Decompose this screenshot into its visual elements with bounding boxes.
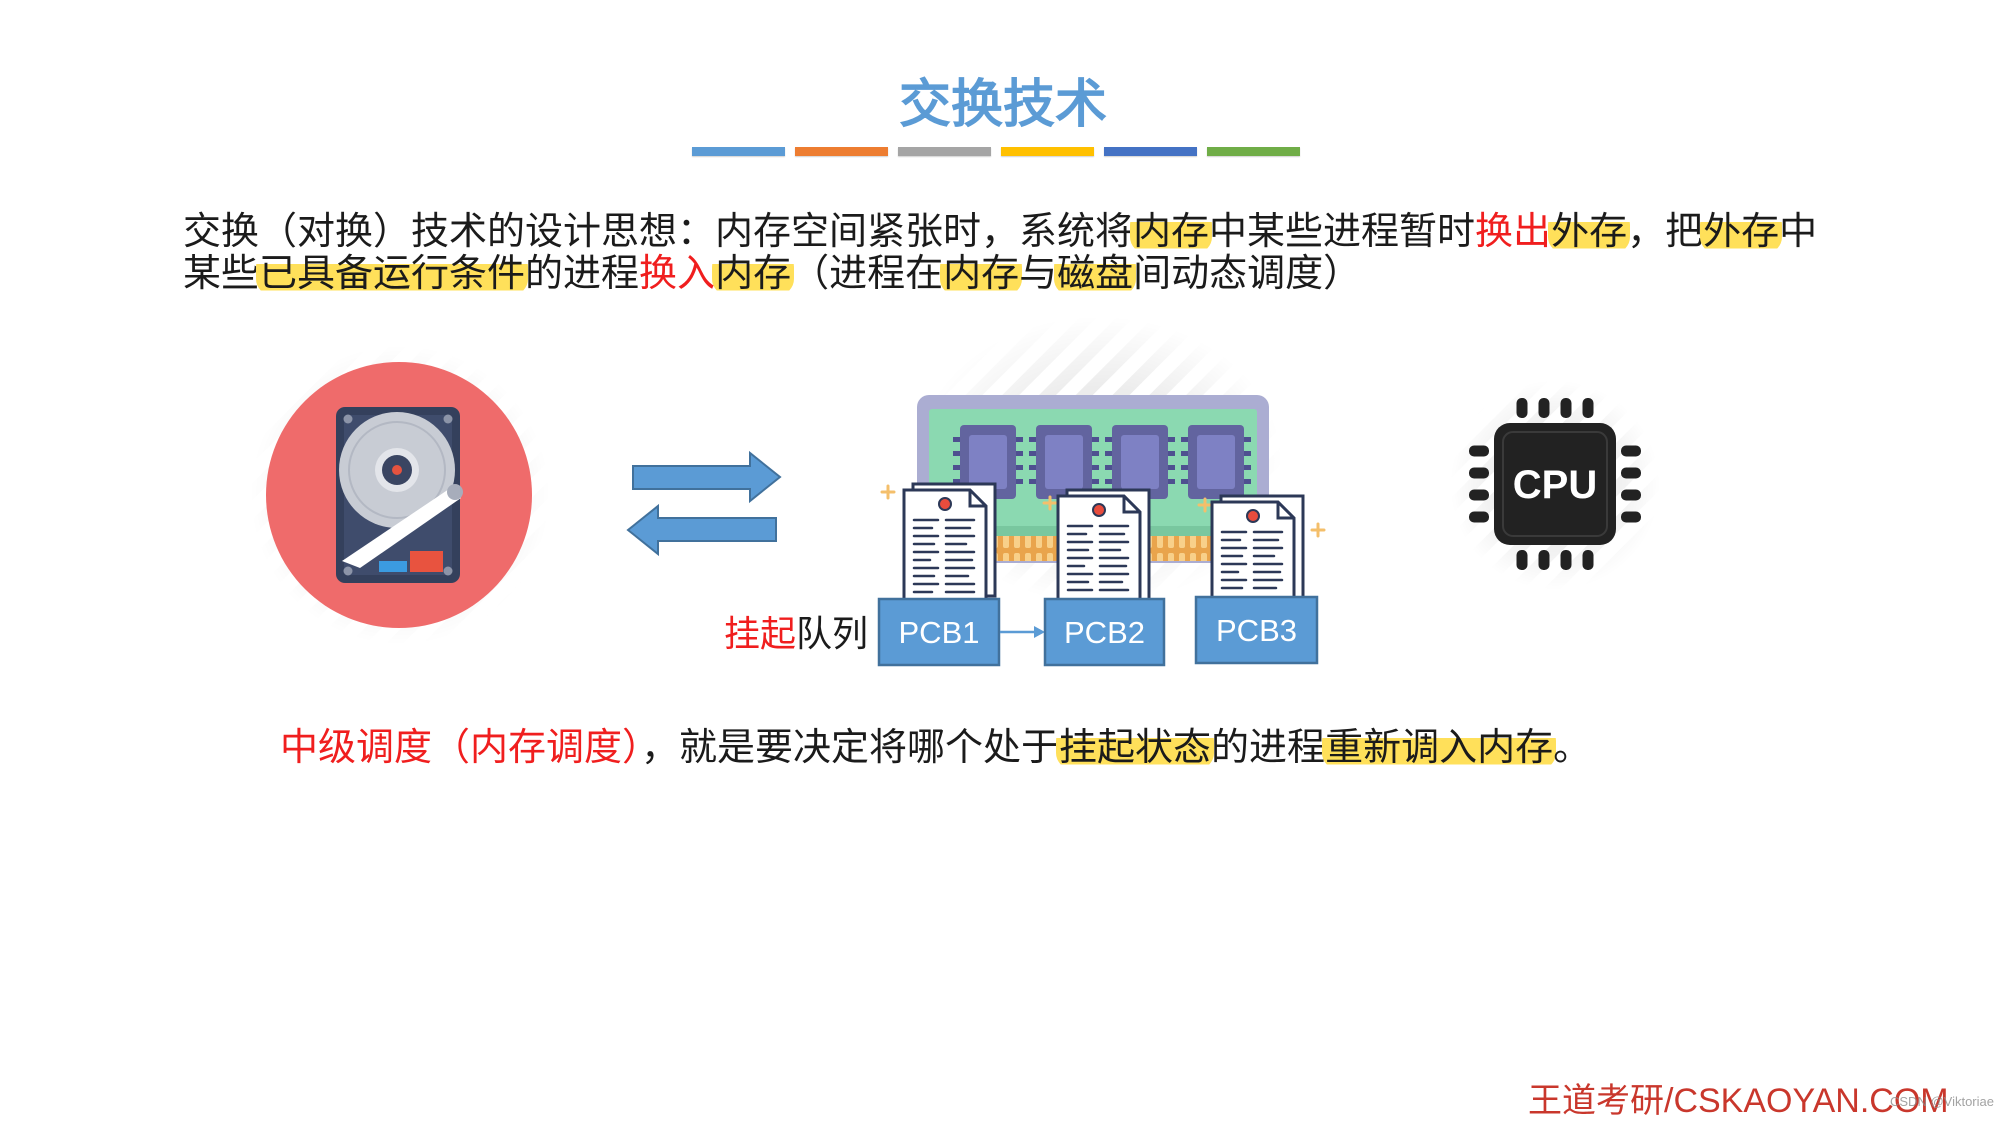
description-text: 的进程 <box>525 251 640 295</box>
sparkle-marks <box>880 484 1326 538</box>
description-text: 中某些进程暂时 <box>1209 209 1476 253</box>
ram-chip <box>1181 425 1251 499</box>
suspend-label: 挂起 <box>724 614 797 655</box>
disk-read-arm <box>342 487 461 568</box>
red-term: 换入 <box>639 251 716 295</box>
highlighted-term: 内存 <box>712 251 795 295</box>
description-line-1: 交换（对换）技术的设计思想：内存空间紧张时，系统将内存中某些进程暂时换出外存，把… <box>183 209 1818 253</box>
document-icon <box>902 482 997 604</box>
brand-footer: 王道考研/CSKAOYAN.COM <box>1528 1082 1949 1120</box>
arrow-left-icon <box>626 503 777 557</box>
description-text: 交换（对换）技术的设计思想：内存空间紧张时，系统将 <box>183 209 1134 253</box>
disk-arm-pivot <box>447 484 463 500</box>
description-line-2: 某些已具备运行条件的进程换入内存（进程在内存与磁盘间动态调度） <box>183 251 1817 295</box>
cpu-pins <box>1469 398 1641 570</box>
disk-platter <box>339 412 455 528</box>
pcb-box: PCB1 <box>877 597 1001 667</box>
description-text: 中 <box>1779 209 1818 253</box>
ram-chip <box>1105 425 1175 499</box>
pcb-box: PCB2 <box>1043 597 1166 667</box>
pcb-box-2-label: PCB2 <box>1064 615 1145 650</box>
description-text: 与 <box>1019 251 1058 295</box>
highlighted-term: 挂起状态 <box>1056 725 1215 769</box>
pcb-box-2 <box>1043 597 1166 667</box>
document-icon <box>1056 488 1151 610</box>
title-underline-segment <box>1207 147 1300 156</box>
title-underline-segment <box>898 147 991 156</box>
suspend-queue-label: 挂起队列 <box>724 613 868 657</box>
queue-label-text: 队列 <box>796 614 869 655</box>
disk-screws <box>343 414 453 576</box>
highlighted-term: 已具备运行条件 <box>256 251 529 295</box>
highlighted-term: 外存 <box>1700 209 1783 253</box>
medium-term-scheduling-note: 中级调度（内存调度），就是要决定将哪个处于挂起状态的进程重新调入内存。 <box>280 725 1591 769</box>
swap-arrows-icon <box>626 450 782 557</box>
title-underline <box>692 147 1300 156</box>
pcb-box-3 <box>1194 595 1319 665</box>
highlighted-term: 外存 <box>1548 209 1631 253</box>
watermark: CSDN @Viktoriae <box>1890 1094 1994 1109</box>
highlighted-term: 重新调入内存 <box>1322 725 1557 769</box>
arrow-right-icon <box>632 450 782 504</box>
pcb-box-1-label: PCB1 <box>899 615 980 650</box>
pcb-box: PCB3 <box>1194 595 1319 665</box>
description-text: ，把 <box>1627 209 1704 253</box>
note-text: ，就是要决定将哪个处于 <box>641 725 1060 769</box>
cpu-chip-icon: CPU <box>1450 380 1660 590</box>
title-underline-segment <box>692 147 785 156</box>
ram-chip <box>953 425 1023 499</box>
queue-link-arrow-icon <box>1000 626 1045 638</box>
title-underline-segment <box>1104 147 1197 156</box>
description-text: （进程在 <box>791 251 944 295</box>
title-underline-segment <box>1001 147 1094 156</box>
hard-disk-icon <box>250 345 550 645</box>
cpu-label: CPU <box>1513 463 1597 507</box>
pcb-box-1 <box>877 597 1001 667</box>
note-text: 。 <box>1553 725 1592 769</box>
slide-title: 交换技术 <box>898 75 1107 135</box>
highlighted-term: 内存 <box>1130 209 1213 253</box>
document-icon <box>1210 494 1305 610</box>
cpu-inner-outline <box>1502 431 1608 537</box>
disk-blue-light <box>379 561 407 572</box>
swap-technique-description: 交换（对换）技术的设计思想：内存空间紧张时，系统将内存中某些进程暂时换出外存，把… <box>183 209 1818 295</box>
pcb-box-3-label: PCB3 <box>1216 613 1297 648</box>
cpu-body <box>1494 423 1616 545</box>
red-term: 中级调度（内存调度） <box>280 725 642 769</box>
description-text: 某些 <box>183 251 260 295</box>
title-underline-segment <box>795 147 888 156</box>
highlighted-term: 磁盘 <box>1054 251 1137 295</box>
note-text: 的进程 <box>1211 725 1326 769</box>
red-term: 换出 <box>1475 209 1552 253</box>
description-text: 间动态调度） <box>1133 251 1362 295</box>
disk-red-light <box>410 551 443 572</box>
ram-chip <box>1029 425 1099 499</box>
ram-chips <box>953 425 1251 499</box>
highlighted-term: 内存 <box>940 251 1023 295</box>
